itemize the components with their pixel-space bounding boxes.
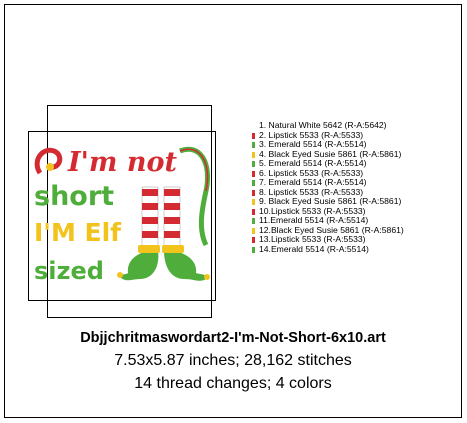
thread-item: 6. Lipstick 5533 (R-A:5533) (252, 167, 462, 179)
thread-swatch (252, 180, 255, 186)
elf-cuff-left (138, 245, 160, 253)
design-dimensions: 7.53x5.87 inches; 28,162 stitches (114, 352, 352, 369)
thread-item: 8. Lipstick 5533 (R-A:5533) (252, 186, 462, 198)
elf-shoe-left (120, 250, 159, 281)
thread-item: 5. Emerald 5514 (R-A:5514) (252, 158, 462, 169)
thread-label: 12.Black Eyed Susie 5861 (R-A:5861) (259, 224, 404, 235)
thread-label: 8. Lipstick 5533 (R-A:5533) (259, 186, 364, 197)
hat-curl (179, 146, 210, 247)
elf-cuff-right (162, 245, 184, 253)
swirl-bead (46, 163, 54, 171)
design-line-2: short (34, 181, 114, 212)
thread-change-summary: 14 thread changes; 4 colors (134, 375, 332, 392)
thread-swatch (252, 132, 255, 139)
thread-swatch (252, 208, 255, 215)
thread-label: 9. Black Eyed Susie 5861 (R-A:5861) (259, 196, 402, 206)
design-line-4: sized (34, 257, 104, 285)
thread-swatch (252, 218, 255, 224)
thread-label: 6. Lipstick 5533 (R-A:5533) (259, 167, 364, 178)
thread-item: 11.Emerald 5514 (R-A:5514) (252, 215, 462, 226)
thread-label: 1. Natural White 5642 (R-A:5642) (259, 120, 387, 130)
thread-item: 9. Black Eyed Susie 5861 (R-A:5861) (252, 196, 462, 207)
thread-item: 14.Emerald 5514 (R-A:5514) (252, 243, 462, 255)
hat-curl-trim (179, 148, 209, 192)
thread-label: 7. Emerald 5514 (R-A:5514) (259, 177, 367, 187)
hoop-outline-tall (47, 105, 212, 318)
swirl-ornament (34, 147, 63, 175)
thread-swatch (252, 227, 255, 234)
design-line-3: I'M Elf (34, 218, 122, 247)
thread-item: 1. Natural White 5642 (R-A:5642) (252, 120, 462, 131)
thread-label: 2. Lipstick 5533 (R-A:5533) (259, 129, 364, 140)
thread-item: 7. Emerald 5514 (R-A:5514) (252, 177, 462, 188)
thread-list: 1. Natural White 5642 (R-A:5642) 2. Lips… (252, 120, 462, 255)
thread-swatch (252, 151, 255, 158)
elf-legs (141, 186, 181, 250)
thread-swatch (252, 161, 255, 167)
thread-swatch (252, 142, 255, 148)
thread-item: 10.Lipstick 5533 (R-A:5533) (252, 205, 462, 217)
design-line-1: I'm not (67, 147, 178, 178)
thread-item: 12.Black Eyed Susie 5861 (R-A:5861) (252, 224, 462, 236)
file-name: Dbjjchritmaswordart2-I'm-Not-Short-6x10.… (80, 330, 386, 346)
shoe-bell-right (204, 274, 210, 280)
thread-label: 10.Lipstick 5533 (R-A:5533) (259, 205, 366, 216)
thread-swatch (252, 170, 255, 177)
thread-label: 4. Black Eyed Susie 5861 (R-A:5861) (259, 148, 402, 159)
thread-label: 11.Emerald 5514 (R-A:5514) (259, 215, 369, 225)
thread-item: 13.Lipstick 5533 (R-A:5533) (252, 234, 462, 245)
thread-label: 3. Emerald 5514 (R-A:5514) (259, 139, 367, 149)
thread-swatch (252, 123, 255, 129)
thread-swatch (252, 237, 255, 243)
thread-item: 3. Emerald 5514 (R-A:5514) (252, 139, 462, 150)
thread-swatch (252, 246, 255, 253)
hoop-outline-wide (28, 131, 216, 301)
thread-swatch (252, 199, 255, 205)
shoe-bell-left (117, 272, 123, 278)
thread-item: 2. Lipstick 5533 (R-A:5533) (252, 129, 462, 141)
elf-shoe-right (164, 250, 206, 281)
thread-swatch (252, 189, 255, 196)
preview-frame (4, 4, 462, 418)
thread-label: 14.Emerald 5514 (R-A:5514) (259, 243, 369, 254)
thread-label: 5. Emerald 5514 (R-A:5514) (259, 158, 367, 168)
thread-item: 4. Black Eyed Susie 5861 (R-A:5861) (252, 148, 462, 160)
embroidery-design: I'm not short I'M Elf sized (34, 146, 210, 285)
thread-label: 13.Lipstick 5533 (R-A:5533) (259, 234, 366, 244)
